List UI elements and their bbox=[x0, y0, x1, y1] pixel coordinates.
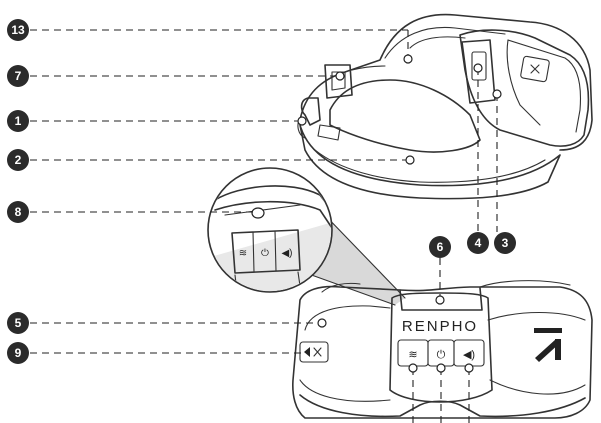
callout-13: 13 bbox=[7, 19, 29, 41]
svg-text:1: 1 bbox=[15, 114, 22, 128]
power-icon: ⏻ bbox=[261, 248, 269, 259]
sound-icon: ◀) bbox=[281, 248, 292, 259]
magnified-button-detail: ≋ ⏻ ◀) bbox=[207, 167, 406, 306]
callout-3: 3 bbox=[494, 232, 516, 254]
power-icon: ⏻ bbox=[437, 349, 446, 361]
callout-2: 2 bbox=[7, 149, 29, 171]
heat-icon: ≋ bbox=[239, 248, 247, 259]
svg-text:8: 8 bbox=[15, 205, 22, 219]
callout-9: 9 bbox=[7, 342, 29, 364]
svg-text:3: 3 bbox=[502, 236, 509, 250]
massager-side-view bbox=[297, 13, 593, 200]
brand-logo: RENPHO bbox=[402, 318, 478, 335]
svg-text:6: 6 bbox=[437, 240, 444, 254]
callout-4: 4 bbox=[467, 232, 489, 254]
arrow-logo-icon bbox=[534, 328, 562, 362]
callout-5: 5 bbox=[7, 312, 29, 334]
callout-6: 6 bbox=[429, 236, 451, 258]
callout-7: 7 bbox=[7, 65, 29, 87]
svg-text:5: 5 bbox=[15, 316, 22, 330]
callout-8: 8 bbox=[7, 201, 29, 223]
leader-lines bbox=[30, 29, 502, 423]
svg-text:2: 2 bbox=[15, 153, 22, 167]
callout-1: 1 bbox=[7, 110, 29, 132]
svg-text:9: 9 bbox=[15, 346, 22, 360]
svg-text:13: 13 bbox=[11, 23, 25, 37]
svg-text:7: 7 bbox=[15, 69, 22, 83]
sound-icon: ◀) bbox=[463, 349, 475, 361]
svg-text:4: 4 bbox=[475, 236, 482, 250]
massager-front-view: RENPHO ≋ ⏻ ◀) bbox=[292, 280, 593, 419]
heat-icon: ≋ bbox=[408, 349, 417, 361]
